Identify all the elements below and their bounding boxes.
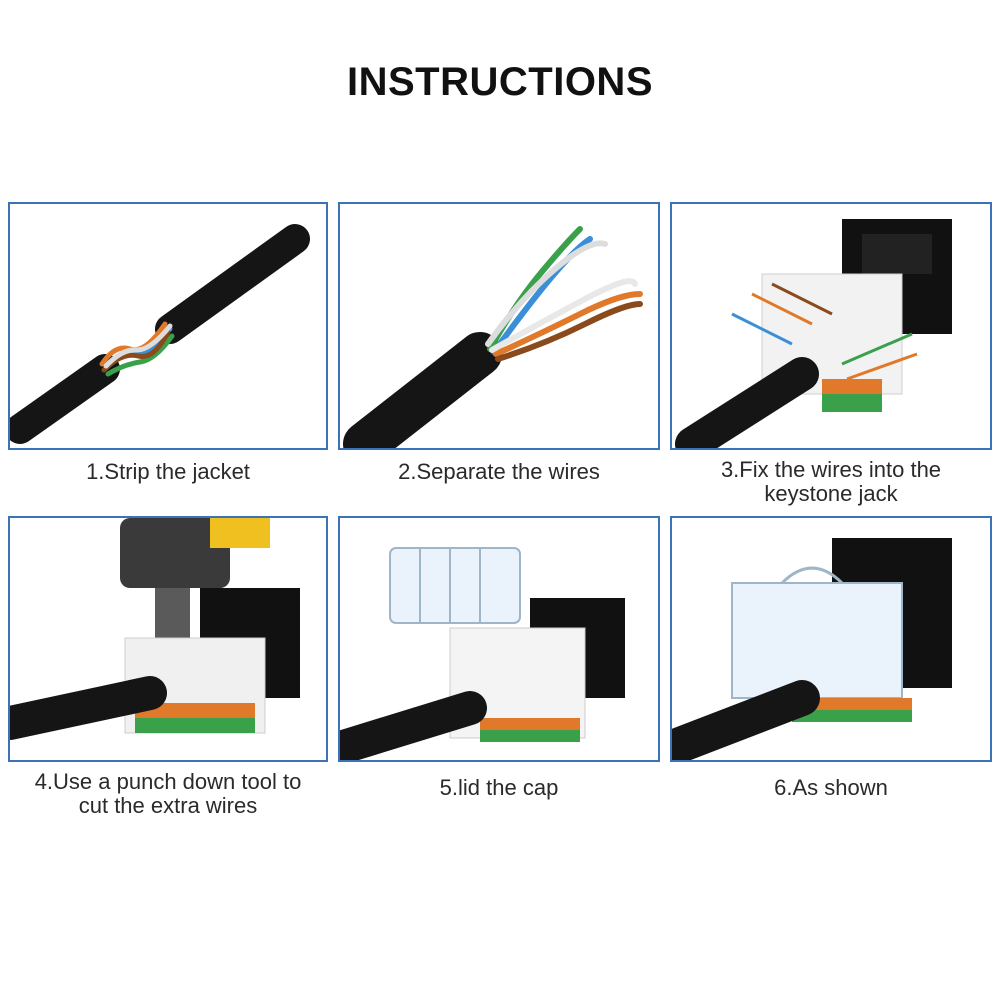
step-1-panel: [8, 202, 328, 450]
step-3-panel: [670, 202, 992, 450]
punch-down-tool-icon: [10, 518, 300, 740]
step-6-caption: 6.As shown: [774, 775, 888, 800]
step-3-caption-line-1: 3.Fix the wires into the: [720, 457, 942, 482]
wires-separated-icon: [343, 226, 643, 448]
step-4-caption-line-2: cut the extra wires: [78, 793, 258, 818]
step-4-panel: [8, 516, 328, 762]
page-title: INSTRUCTIONS: [347, 60, 653, 104]
step-3-caption: 3.Fix the wires into the keystone jack: [670, 458, 992, 506]
step-2-panel: [338, 202, 660, 450]
cap-lid-icon: [340, 547, 625, 760]
cable-stripped-icon: [10, 224, 310, 444]
step-2-caption: 2.Separate the wires: [398, 459, 600, 484]
keystone-wiring-icon: [675, 219, 952, 448]
step-4-caption-line-1: 4.Use a punch down tool to: [34, 769, 302, 794]
finished-jack-icon: [672, 538, 952, 760]
step-1-caption: 1.Strip the jacket: [86, 459, 250, 484]
step-5-caption: 5.lid the cap: [439, 775, 559, 800]
step-3-caption-line-2: keystone jack: [764, 481, 898, 506]
step-4-caption: 4.Use a punch down tool to cut the extra…: [8, 770, 328, 818]
step-5-panel: [338, 516, 660, 762]
step-6-panel: [670, 516, 992, 762]
